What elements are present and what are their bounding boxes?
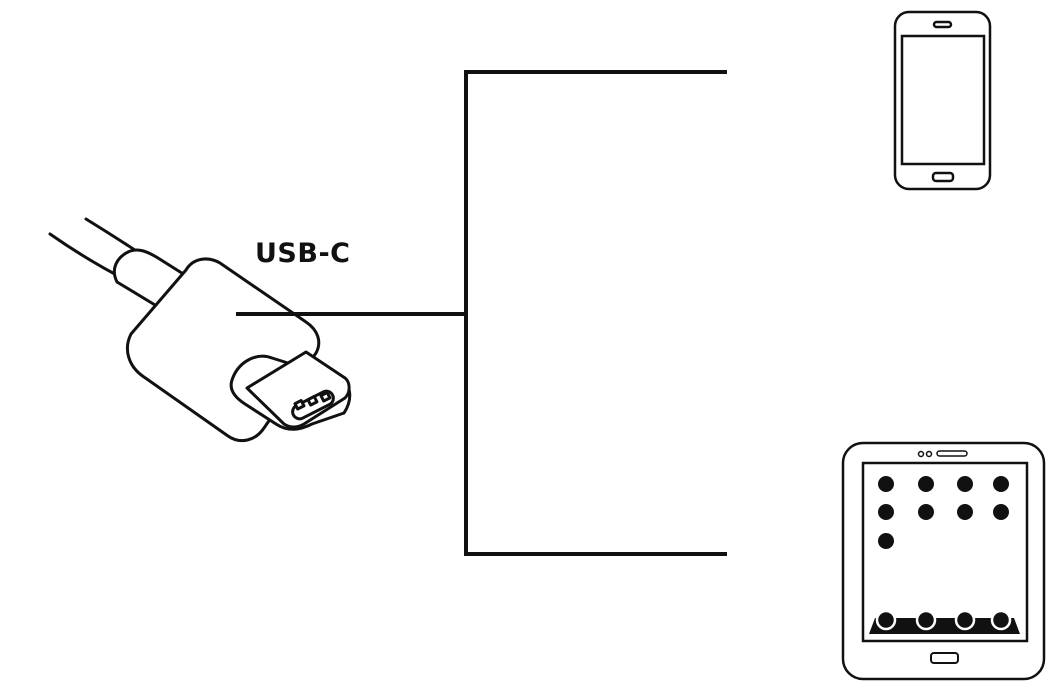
app-dot xyxy=(878,533,894,549)
app-dot xyxy=(993,504,1009,520)
dock-dot xyxy=(954,609,976,631)
tablet-app-grid xyxy=(878,476,1009,549)
phone-screen xyxy=(900,34,986,166)
usb-c-label: USB-C xyxy=(255,238,351,269)
dock-dot xyxy=(915,609,937,631)
connector-pin xyxy=(319,391,332,403)
tablet-body xyxy=(841,441,1046,681)
app-dot xyxy=(957,504,973,520)
phone-speaker xyxy=(932,20,953,29)
app-dot xyxy=(993,476,1009,492)
tablet-camera xyxy=(917,450,925,458)
phone-body xyxy=(893,10,992,191)
app-dot xyxy=(878,476,894,492)
tablet-icon xyxy=(841,441,1046,681)
app-dot xyxy=(878,504,894,520)
tablet-home-button xyxy=(930,652,959,664)
dock-dot xyxy=(875,609,897,631)
tablet-camera xyxy=(925,450,933,458)
phone-home-button xyxy=(931,171,955,183)
connector-pin xyxy=(293,399,306,411)
tablet-dock-icons xyxy=(875,609,1012,631)
connector-pin xyxy=(306,395,319,407)
tablet-dock xyxy=(869,618,1020,634)
app-dot xyxy=(918,504,934,520)
smartphone-icon xyxy=(893,10,992,191)
tablet-screen xyxy=(861,461,1029,643)
usb-c-plug-icon xyxy=(48,217,352,443)
app-dot xyxy=(918,476,934,492)
dock-dot xyxy=(990,609,1012,631)
tablet-speaker xyxy=(936,450,968,457)
connector-lines xyxy=(236,70,727,556)
app-dot xyxy=(957,476,973,492)
